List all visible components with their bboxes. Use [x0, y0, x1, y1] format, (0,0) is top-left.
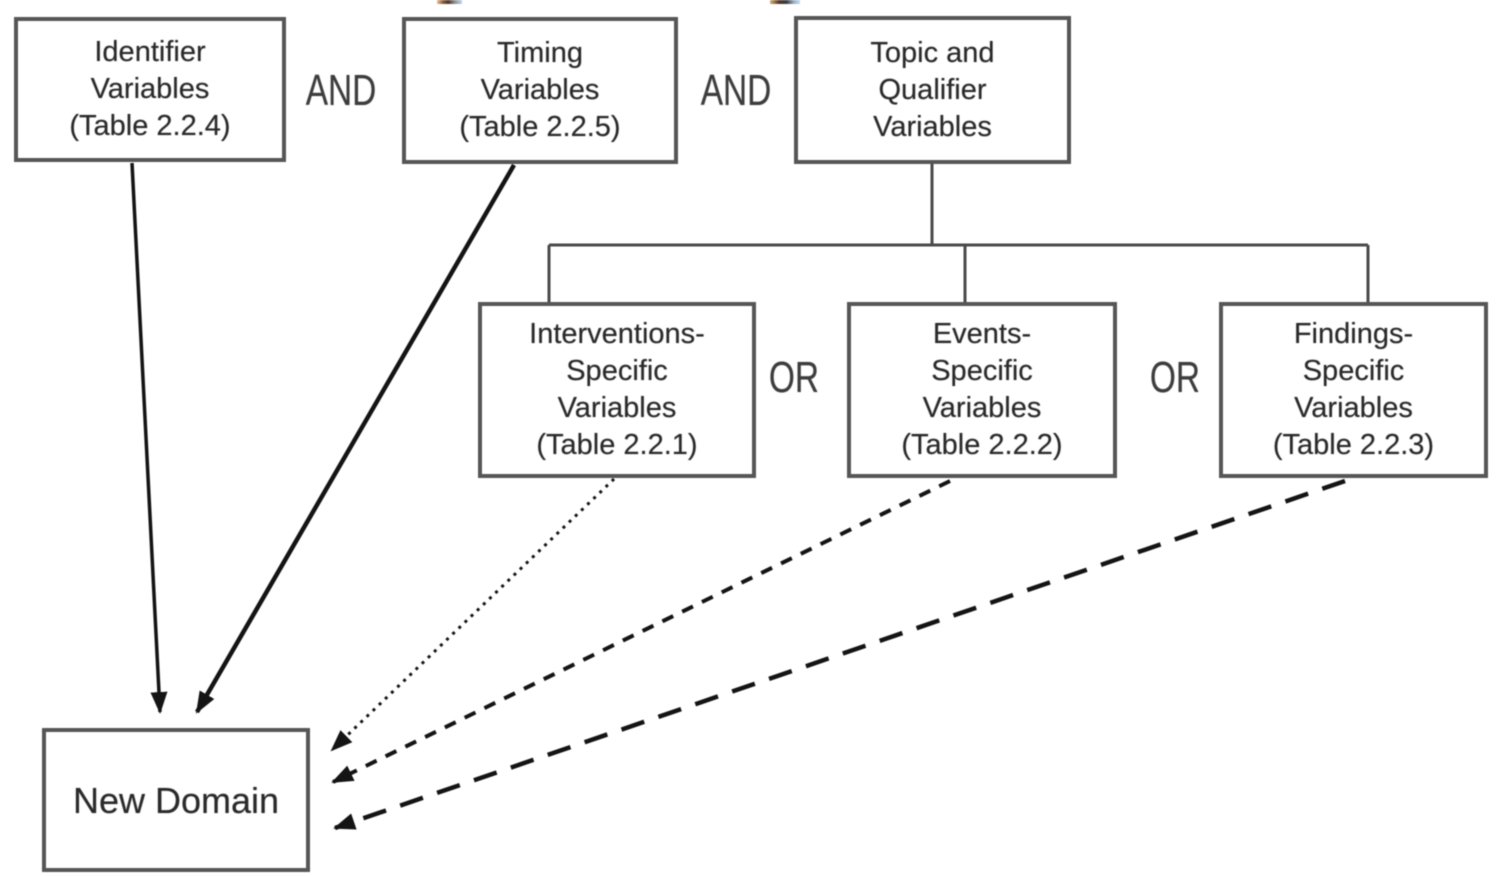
arrow-interventions-to-new-domain-dotted	[330, 477, 616, 752]
box-timing-variables: Timing Variables (Table 2.2.5)	[402, 17, 678, 164]
arrow-findings-to-new-domain-long-dash	[333, 478, 1346, 831]
operator-and-1: AND	[305, 66, 377, 115]
box-topic-and-qualifier-variables: Topic and Qualifier Variables	[794, 16, 1071, 164]
arrow-identifier-to-new-domain	[130, 162, 168, 714]
cropped-title-fragment-right	[770, 0, 800, 4]
box-new-domain: New Domain	[42, 728, 310, 872]
cropped-title-fragment-left	[437, 0, 462, 4]
box-findings-specific-variables: Findings- Specific Variables (Table 2.2.…	[1219, 302, 1488, 478]
box-events-specific-variables: Events- Specific Variables (Table 2.2.2)	[847, 302, 1117, 478]
arrow-events-to-new-domain-dashed	[331, 479, 951, 784]
arrow-timing-to-new-domain	[195, 163, 516, 714]
box-identifier-variables: Identifier Variables (Table 2.2.4)	[14, 17, 286, 162]
operator-and-2: AND	[700, 66, 772, 115]
operator-or-1: OR	[768, 353, 820, 402]
operator-or-2: OR	[1149, 353, 1201, 402]
box-interventions-specific-variables: Interventions- Specific Variables (Table…	[478, 302, 756, 478]
